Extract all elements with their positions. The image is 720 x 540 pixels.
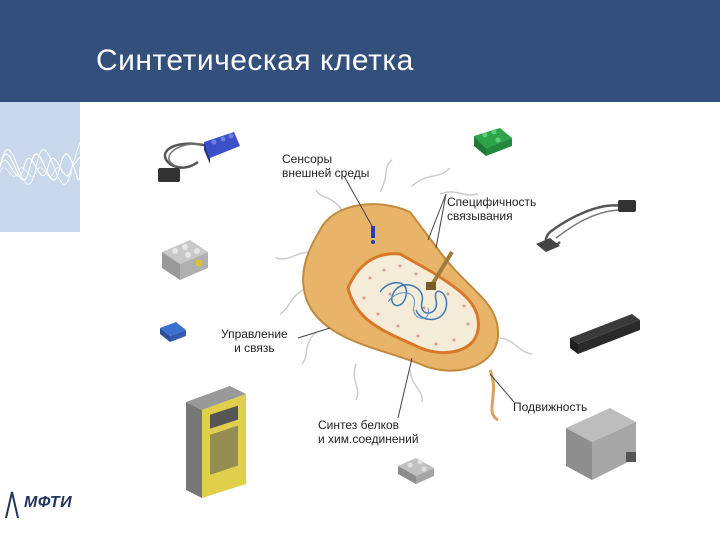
lego-control-brick <box>186 386 246 498</box>
lego-grey-plate <box>398 458 434 484</box>
lego-black-beam <box>570 314 640 354</box>
bacterium-cell <box>275 159 533 422</box>
mfti-logo <box>5 491 19 519</box>
wave-decoration <box>0 102 80 232</box>
label-control: Управление и связь <box>221 327 288 355</box>
slide-title: Синтетическая клетка <box>96 44 414 77</box>
label-motility: Подвижность <box>513 400 588 414</box>
lego-blue-small <box>160 322 186 342</box>
lego-green-brick <box>474 128 512 156</box>
label-sensors: Сенсоры внешней среды <box>282 152 370 180</box>
lego-grey-brick <box>162 240 208 280</box>
lego-sensor-blue <box>158 132 240 182</box>
slide-header: Синтетическая клетка <box>0 0 720 102</box>
callout-lines <box>297 175 515 419</box>
lego-sensor-right <box>536 200 636 252</box>
logo-text: МФТИ <box>24 494 73 511</box>
label-specificity: Специфичность связывания <box>447 195 537 223</box>
cell-diagram <box>158 128 640 498</box>
label-synthesis: Синтез белков и хим.соединений <box>318 418 419 446</box>
lego-motor <box>566 408 636 480</box>
